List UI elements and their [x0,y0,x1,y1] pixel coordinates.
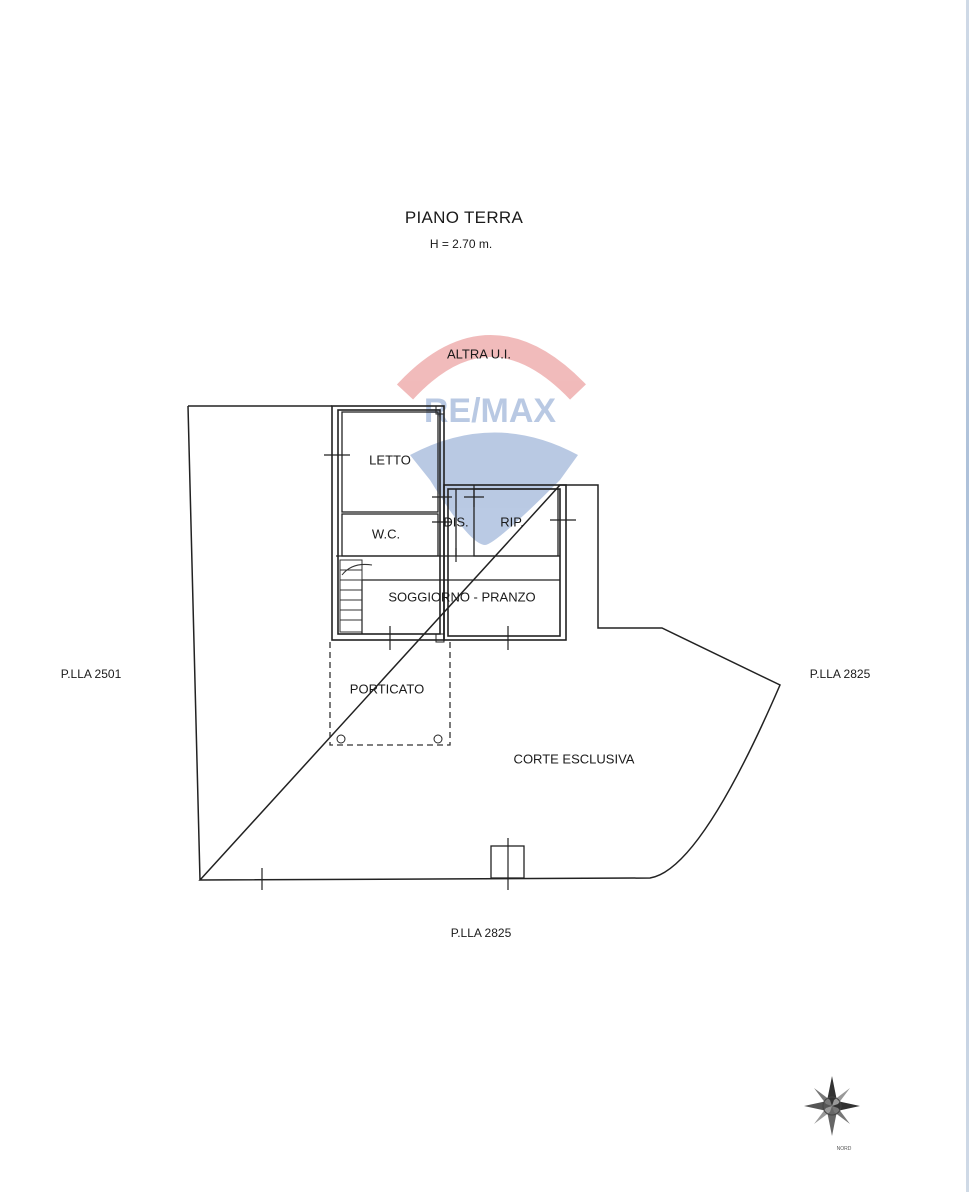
lot-boundary [187,405,781,881]
room-label-wc: W.C. [371,526,401,542]
parcel-label-bottom: P.LLA 2825 [450,926,512,940]
house-wall-right-block [443,484,567,641]
height-note: H = 2.70 m. [429,237,493,251]
pillar-mark [435,633,445,643]
stairs [339,559,373,633]
parcel-label-right: P.LLA 2825 [809,667,871,681]
plan-title: PIANO TERRA [404,208,524,227]
room-label-altra-ui: ALTRA U.I. [446,346,512,362]
opening-marks [261,454,576,890]
room-label-soggiorno-pranzo: SOGGIORNO - PRANZO [388,589,536,605]
entrance-box [490,845,525,879]
column-mark [433,734,443,744]
sheet-edge-line [966,0,969,1192]
compass-rose-icon [804,1076,860,1136]
compass-caption: NORD [836,1146,852,1152]
watermark-red-arc [396,335,586,400]
pillar-mark [435,405,445,415]
room-letto-outline [341,411,439,513]
room-label-dis: DIS. [443,514,469,530]
room-label-letto: LETTO [369,452,411,468]
watermark-text: RE/MAX [424,392,557,430]
column-mark [336,734,346,744]
room-label-porticato: PORTICATO [349,681,425,697]
room-label-rip: RIP. [500,514,524,530]
parcel-label-left: P.LLA 2501 [60,667,122,681]
house-wall-left-block [331,405,445,641]
room-label-corte-esclusiva: CORTE ESCLUSIVA [513,751,635,767]
remax-watermark: RE/MAX [396,335,586,545]
porticato-outline [329,642,451,746]
